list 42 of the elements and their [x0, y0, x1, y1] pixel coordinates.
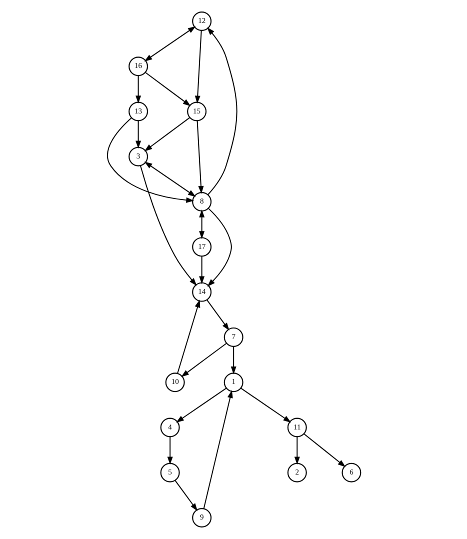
arrow — [140, 166, 196, 286]
arrow — [206, 208, 232, 287]
node-circle: 9 — [192, 508, 212, 528]
arrow — [144, 72, 190, 106]
node-circle: 8 — [192, 192, 212, 212]
arrow — [144, 26, 196, 62]
arrow — [303, 433, 346, 468]
node-circle: 14 — [192, 282, 212, 302]
node-circle: 3 — [128, 146, 148, 166]
arrow — [166, 436, 172, 465]
node-circle: 7 — [223, 327, 243, 347]
arrow — [196, 120, 204, 194]
arrow — [106, 118, 194, 203]
arrow — [198, 209, 204, 239]
arrow — [135, 120, 141, 149]
arrow — [240, 388, 291, 423]
arrow — [176, 388, 226, 423]
arrow — [176, 300, 200, 374]
arrow — [180, 342, 226, 378]
arrow — [174, 480, 198, 512]
arrow — [202, 390, 232, 509]
arrow — [194, 30, 202, 104]
node-circle: 6 — [341, 462, 361, 482]
node-circle: 17 — [192, 237, 212, 257]
arrow — [230, 346, 236, 374]
arrow — [144, 117, 190, 152]
node-circle: 11 — [286, 418, 306, 438]
node-circle: 5 — [160, 462, 180, 482]
node-circle: 15 — [186, 102, 206, 122]
arrow — [198, 256, 204, 284]
node-circle: 13 — [128, 102, 148, 122]
node-circle: 2 — [286, 462, 306, 482]
node-circle: 10 — [164, 372, 184, 392]
node-circle: 1 — [223, 372, 243, 392]
arrow — [206, 27, 237, 195]
arrow — [144, 162, 196, 197]
arrow — [135, 76, 141, 104]
node-circle: 16 — [128, 56, 148, 76]
arrow — [294, 436, 300, 465]
node-circle: 4 — [160, 418, 180, 438]
arrow — [206, 300, 229, 331]
node-circle: 12 — [192, 11, 212, 31]
